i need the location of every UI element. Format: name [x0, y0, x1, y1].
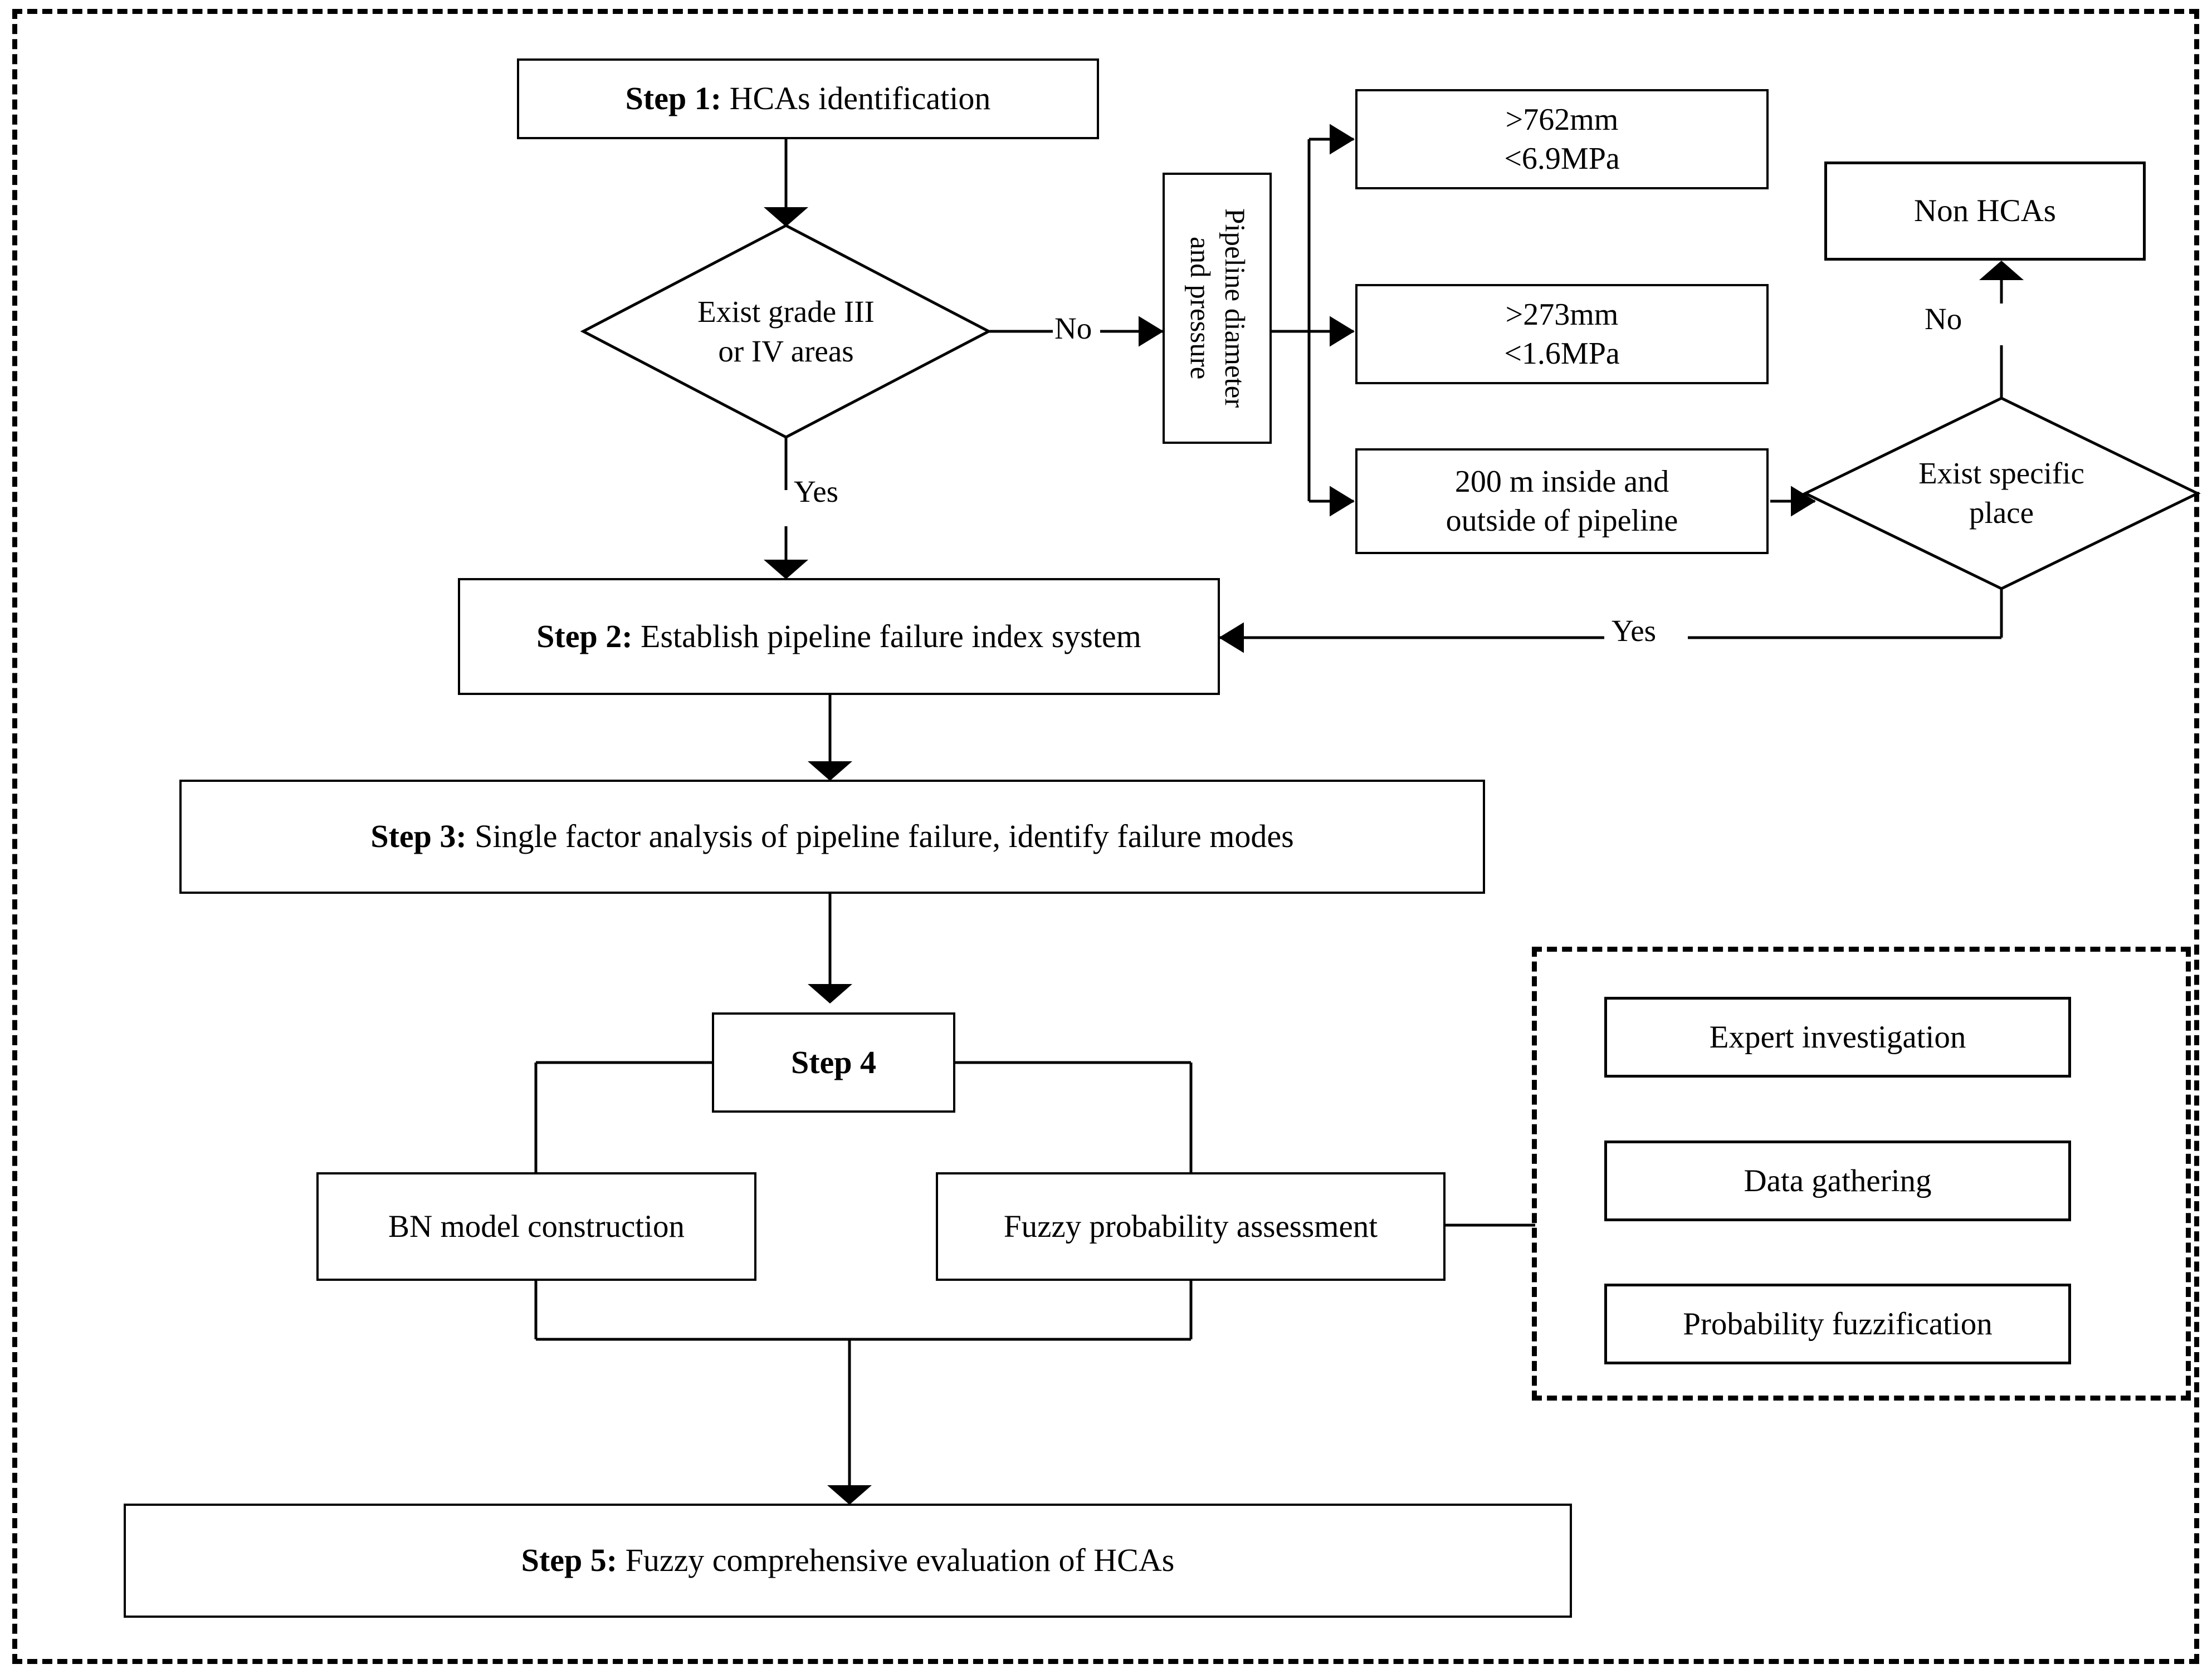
step5-text: Step 5: Fuzzy comprehensive evaluation o… — [516, 1540, 1180, 1581]
pipeline-diameter-line2: and pressure — [1184, 237, 1215, 380]
step1-box[interactable]: Step 1: HCAs identification — [517, 58, 1099, 139]
step2-body: Establish pipeline failure index system — [632, 618, 1141, 654]
sidepanel-item-1-label: Data gathering — [1744, 1163, 1932, 1198]
bn-model-label: BN model construction — [388, 1208, 685, 1244]
sidepanel-item-expert-investigation[interactable]: Expert investigation — [1604, 997, 2071, 1078]
step5-prefix: Step 5: — [521, 1542, 618, 1579]
pipeline-diameter-box[interactable]: Pipeline diameter and pressure — [1163, 173, 1272, 444]
step3-body: Single factor analysis of pipeline failu… — [466, 818, 1294, 855]
criteria-3-box[interactable]: 200 m inside and outside of pipeline — [1355, 448, 1769, 554]
step3-box[interactable]: Step 3: Single factor analysis of pipeli… — [179, 780, 1485, 894]
criteria-1-text: >762mm <6.9MPa — [1498, 100, 1625, 178]
sidepanel-item-2-label: Probability fuzzification — [1683, 1306, 1993, 1342]
edge-label-no-specific: No — [1925, 302, 1962, 336]
sidepanel-item-0-label: Expert investigation — [1709, 1019, 1966, 1055]
pipeline-diameter-line1: Pipeline diameter — [1219, 208, 1251, 408]
step1-body: HCAs identification — [721, 80, 991, 117]
step4-label: Step 4 — [790, 1044, 877, 1080]
criteria-3-text: 200 m inside and outside of pipeline — [1441, 462, 1684, 540]
specific-place-line2: place — [1969, 496, 2034, 530]
criteria-1-box[interactable]: >762mm <6.9MPa — [1355, 89, 1769, 189]
criteria-1-line1: >762mm — [1505, 102, 1619, 137]
edge-label-no-grade: No — [1054, 311, 1092, 345]
step3-text: Step 3: Single factor analysis of pipeli… — [365, 816, 1299, 857]
inner-dashed-frame — [1532, 947, 2191, 1401]
criteria-3-line1: 200 m inside and — [1454, 464, 1669, 499]
fuzzy-probability-label: Fuzzy probability assessment — [1003, 1208, 1378, 1244]
fuzzy-probability-box[interactable]: Fuzzy probability assessment — [936, 1172, 1446, 1281]
specific-place-line1: Exist specific — [1918, 456, 2084, 490]
non-hcas-label: Non HCAs — [1914, 193, 2056, 229]
edge-label-yes-specific: Yes — [1612, 614, 1657, 648]
criteria-1-line2: <6.9MPa — [1504, 141, 1620, 176]
criteria-2-box[interactable]: >273mm <1.6MPa — [1355, 284, 1769, 384]
sidepanel-item-data-gathering[interactable]: Data gathering — [1604, 1141, 2071, 1221]
decision-specific-place-label: Exist specific place — [1833, 440, 2170, 546]
criteria-2-text: >273mm <1.6MPa — [1498, 295, 1625, 373]
non-hcas-box[interactable]: Non HCAs — [1824, 161, 2146, 261]
step4-box[interactable]: Step 4 — [712, 1012, 955, 1113]
step5-box[interactable]: Step 5: Fuzzy comprehensive evaluation o… — [124, 1504, 1572, 1618]
sidepanel-item-probability-fuzzification[interactable]: Probability fuzzification — [1604, 1284, 2071, 1364]
step2-box[interactable]: Step 2: Establish pipeline failure index… — [458, 578, 1220, 695]
step5-body: Fuzzy comprehensive evaluation of HCAs — [617, 1542, 1175, 1579]
step1-text: Step 1: HCAs identification — [620, 79, 997, 119]
step2-text: Step 2: Establish pipeline failure index… — [531, 616, 1147, 657]
grade-areas-line2: or IV areas — [718, 334, 854, 368]
edge-label-yes-grade: Yes — [794, 474, 839, 508]
pipeline-diameter-text: Pipeline diameter and pressure — [1177, 208, 1257, 408]
outer-dashed-frame — [12, 9, 2199, 1664]
step3-prefix: Step 3: — [370, 818, 467, 855]
step1-prefix: Step 1: — [625, 80, 722, 117]
criteria-2-line1: >273mm — [1505, 297, 1619, 332]
grade-areas-line1: Exist grade III — [697, 294, 875, 329]
decision-grade-areas-label: Exist grade III or IV areas — [613, 278, 959, 384]
step2-prefix: Step 2: — [536, 618, 633, 654]
criteria-2-line2: <1.6MPa — [1504, 336, 1620, 371]
bn-model-box[interactable]: BN model construction — [316, 1172, 756, 1281]
criteria-3-line2: outside of pipeline — [1446, 503, 1678, 538]
